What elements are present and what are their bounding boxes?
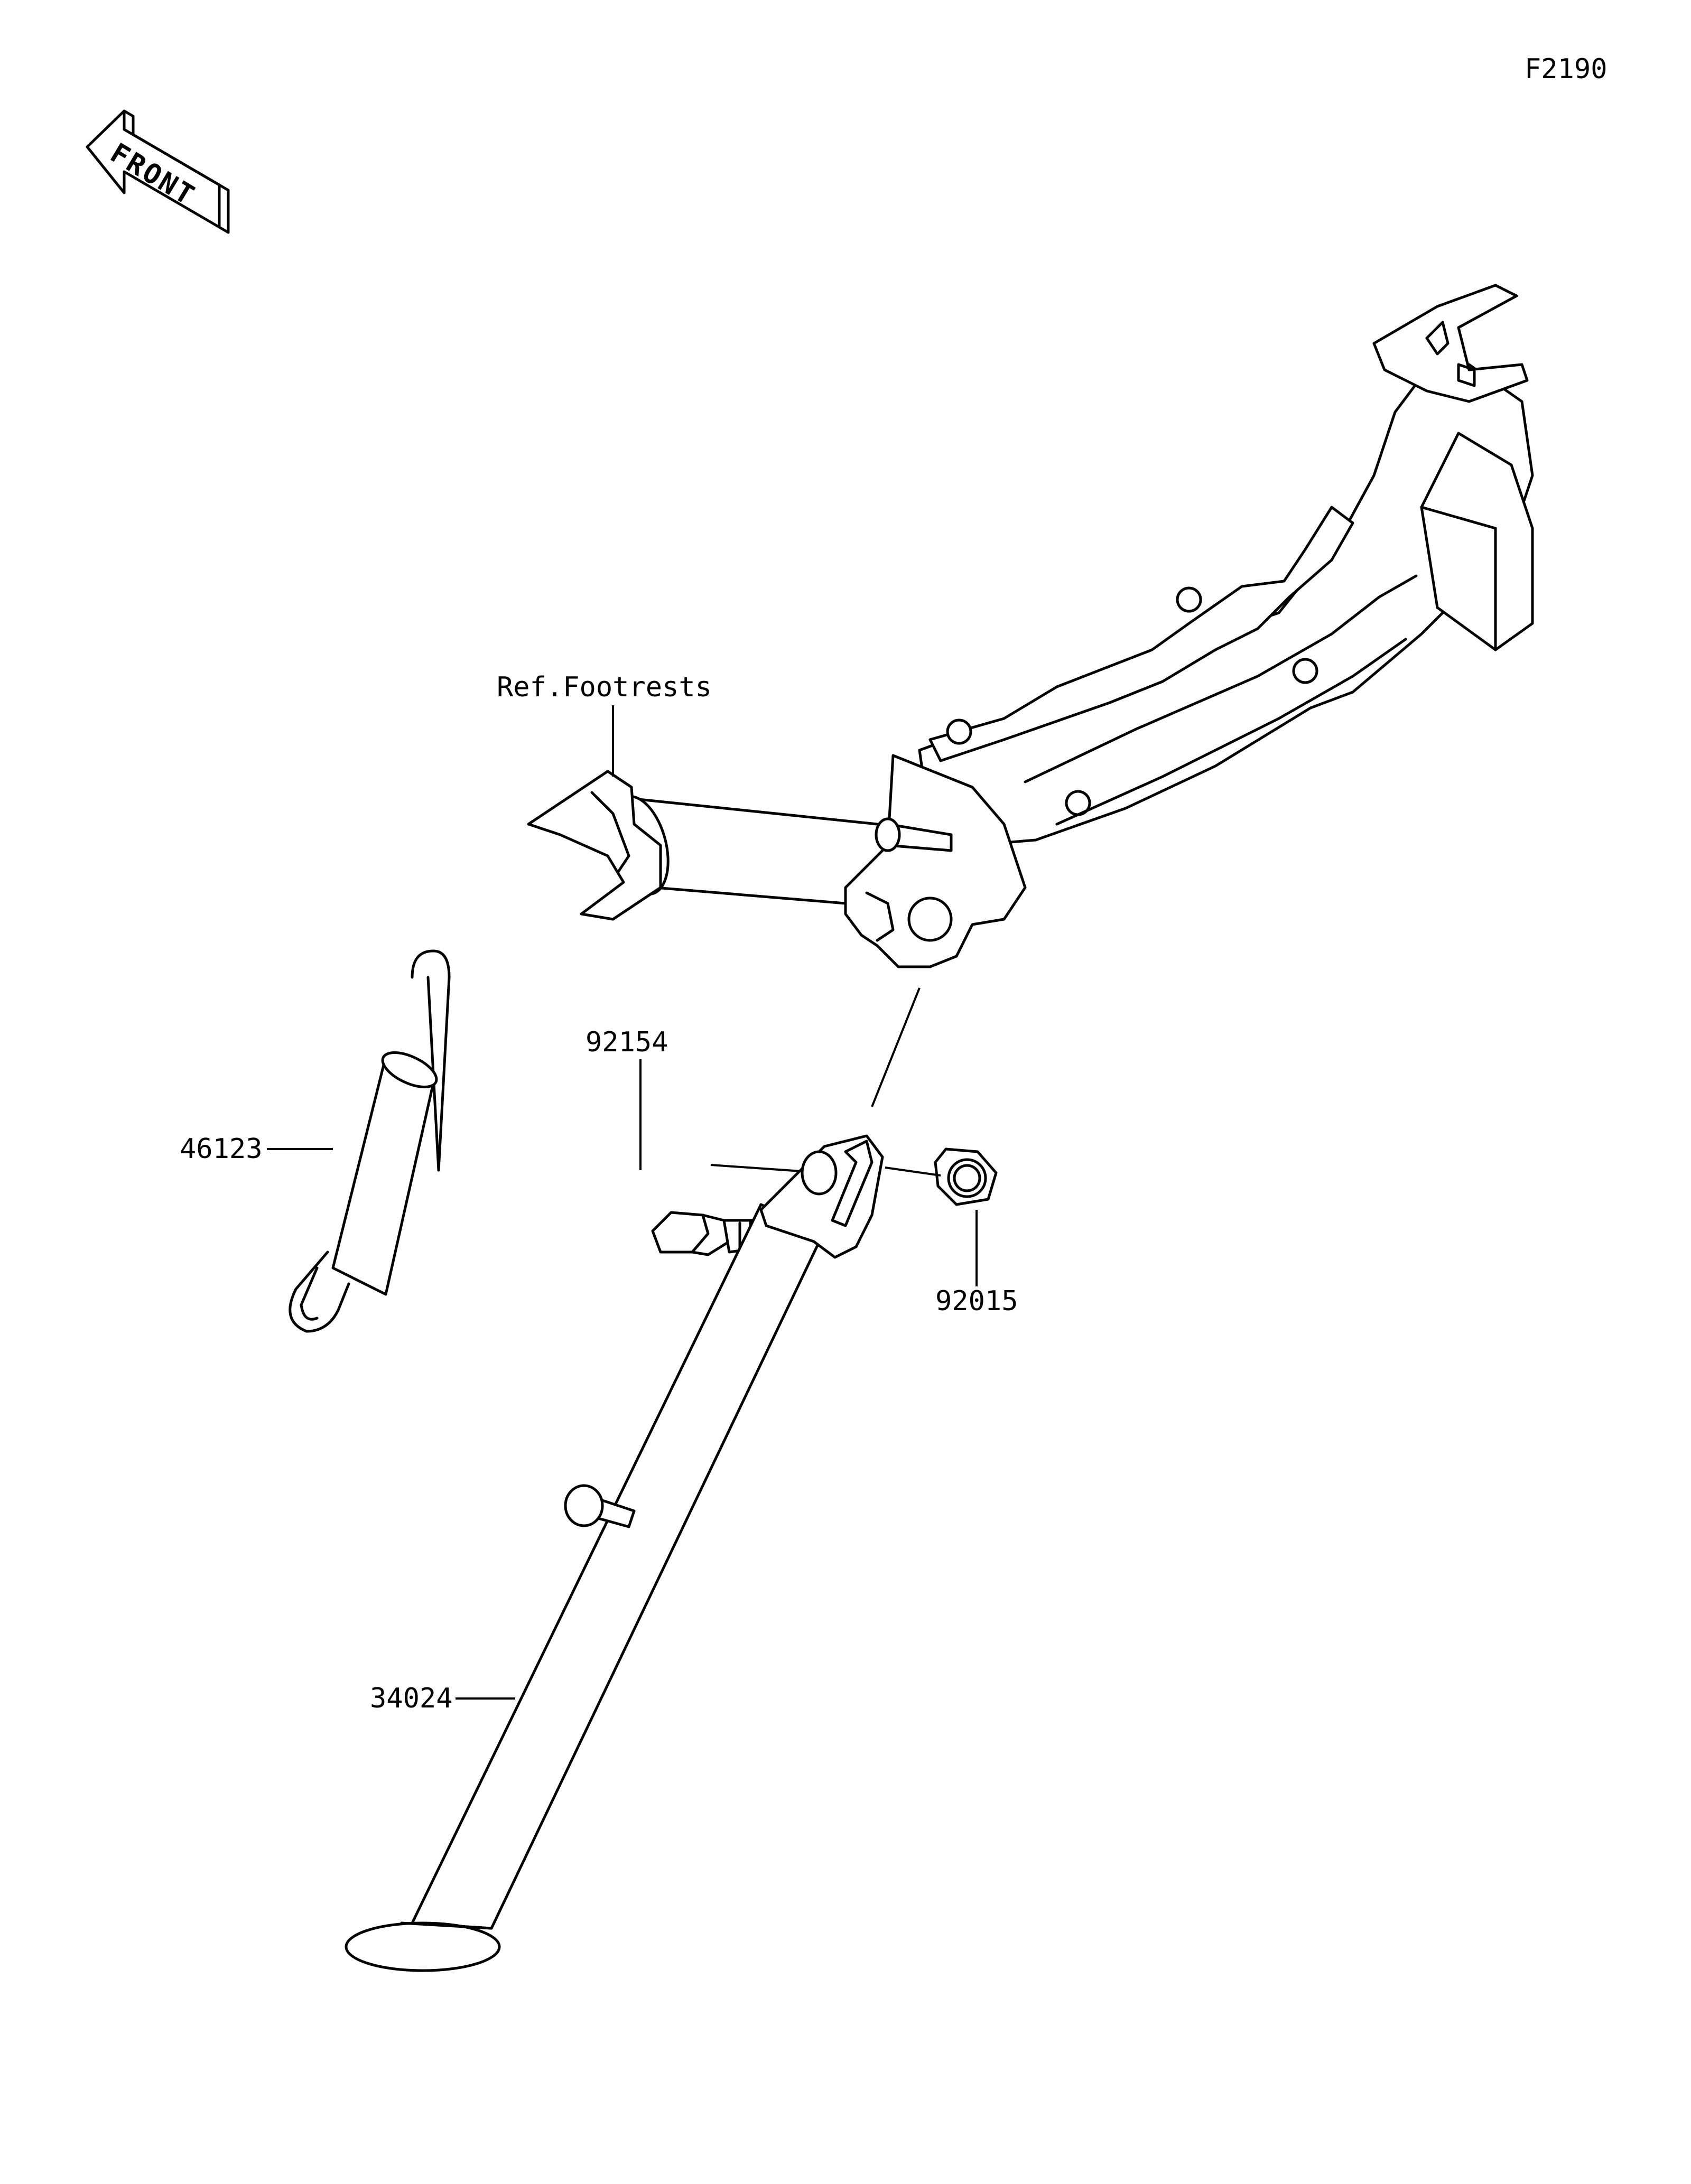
- reference-label: Ref.Footrests: [497, 671, 712, 703]
- spring: [289, 949, 451, 1333]
- part-number-34024: 34024: [370, 1683, 453, 1714]
- side-stand: [345, 1134, 884, 1972]
- part-number-92154: 92154: [586, 1026, 668, 1058]
- part-number-46123: 46123: [180, 1133, 263, 1165]
- nut-axis-line: [885, 1166, 941, 1177]
- assembly-line: [871, 987, 921, 1107]
- front-arrow-icon: FRONT: [86, 109, 230, 234]
- nut: [934, 1147, 998, 1206]
- figure-code: F2190: [1525, 53, 1608, 85]
- part-number-92015: 92015: [935, 1285, 1018, 1317]
- frame-bracket: [527, 284, 1534, 968]
